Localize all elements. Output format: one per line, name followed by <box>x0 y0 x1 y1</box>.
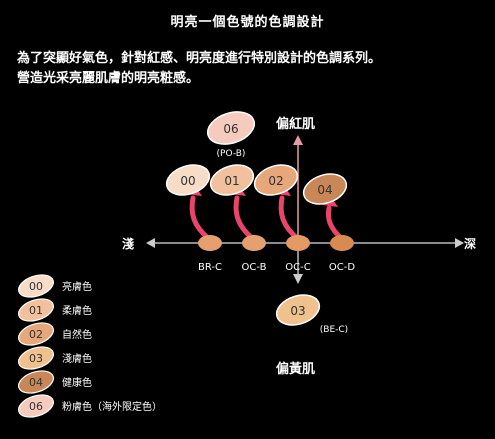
description-line-2: 營造光采亮麗肌膚的明亮粧感。 <box>17 71 200 86</box>
shade-oval-03-sub: (BE-C) <box>320 325 348 335</box>
legend-label-06: 粉膚色（海外限定色） <box>62 400 162 413</box>
shade-oval-03-code: 03 <box>290 304 305 318</box>
axis-arrow-down-icon <box>293 274 303 284</box>
description-line-1: 為了突顯好氣色，針對紅感、明亮度進行特別設計的色調系列。 <box>17 51 382 66</box>
base-label-oc-d: OC-D <box>329 262 355 273</box>
base-label-br-c: BR-C <box>198 262 222 273</box>
shift-arrow-01 <box>233 195 255 241</box>
legend-code-04: 04 <box>29 376 43 389</box>
base-dot-oc-b <box>242 235 266 251</box>
legend-label-04: 健康色 <box>62 376 92 389</box>
page-title: 明亮一個色號的色調設計 <box>170 15 325 30</box>
axis-label-left: 淺 <box>122 236 134 251</box>
shade-oval-06-sub: (PO-B) <box>217 149 246 159</box>
axis-arrow-right-icon <box>455 238 464 248</box>
shade-oval-06: 06 <box>206 111 256 145</box>
shade-oval-02: 02 <box>253 164 299 196</box>
base-dot-oc-d <box>330 235 354 251</box>
shift-arrow-02 <box>278 195 300 241</box>
shade-oval-03: 03 <box>275 294 321 326</box>
legend-item-01: 01 柔膚色 <box>18 298 92 322</box>
shade-oval-00: 00 <box>165 164 211 196</box>
shade-oval-06-code: 06 <box>223 122 238 136</box>
legend-item-02: 02 自然色 <box>18 322 92 346</box>
axis-label-right: 深 <box>464 236 476 251</box>
legend-label-02: 自然色 <box>62 328 92 341</box>
legend-item-03: 03 淺膚色 <box>18 346 92 370</box>
shade-oval-00-code: 00 <box>180 174 195 188</box>
base-dot-oc-c <box>286 235 310 251</box>
legend-label-03: 淺膚色 <box>62 352 92 365</box>
legend-code-06: 06 <box>29 400 43 413</box>
legend-item-00: 00 亮膚色 <box>18 274 92 298</box>
legend: 00 亮膚色 01 柔膚色 02 自然色 03 淺膚色 04 健康色 06 粉膚… <box>18 274 162 418</box>
base-label-oc-b: OC-B <box>242 262 267 273</box>
shift-arrow-04 <box>325 205 344 241</box>
shade-oval-04: 04 <box>302 173 348 205</box>
legend-code-03: 03 <box>29 352 43 365</box>
axis-arrow-up-icon <box>293 135 303 145</box>
base-label-oc-c: OC-C <box>285 262 310 273</box>
shade-oval-04-code: 04 <box>317 183 332 197</box>
shade-oval-01-code: 01 <box>224 174 239 188</box>
axis-label-top: 偏紅肌 <box>276 116 315 132</box>
legend-label-00: 亮膚色 <box>62 280 92 293</box>
base-dot-br-c <box>198 235 222 251</box>
legend-code-02: 02 <box>29 328 43 341</box>
axis-label-bottom: 偏黃肌 <box>276 361 315 377</box>
legend-label-01: 柔膚色 <box>62 304 92 317</box>
legend-code-01: 01 <box>29 304 43 317</box>
shade-oval-01: 01 <box>209 164 255 196</box>
shift-arrow-00 <box>189 195 211 241</box>
axis-arrow-left-icon <box>146 238 155 248</box>
legend-item-04: 04 健康色 <box>18 370 92 394</box>
legend-code-00: 00 <box>29 280 43 293</box>
shade-oval-02-code: 02 <box>268 174 283 188</box>
legend-item-06: 06 粉膚色（海外限定色） <box>18 394 162 418</box>
